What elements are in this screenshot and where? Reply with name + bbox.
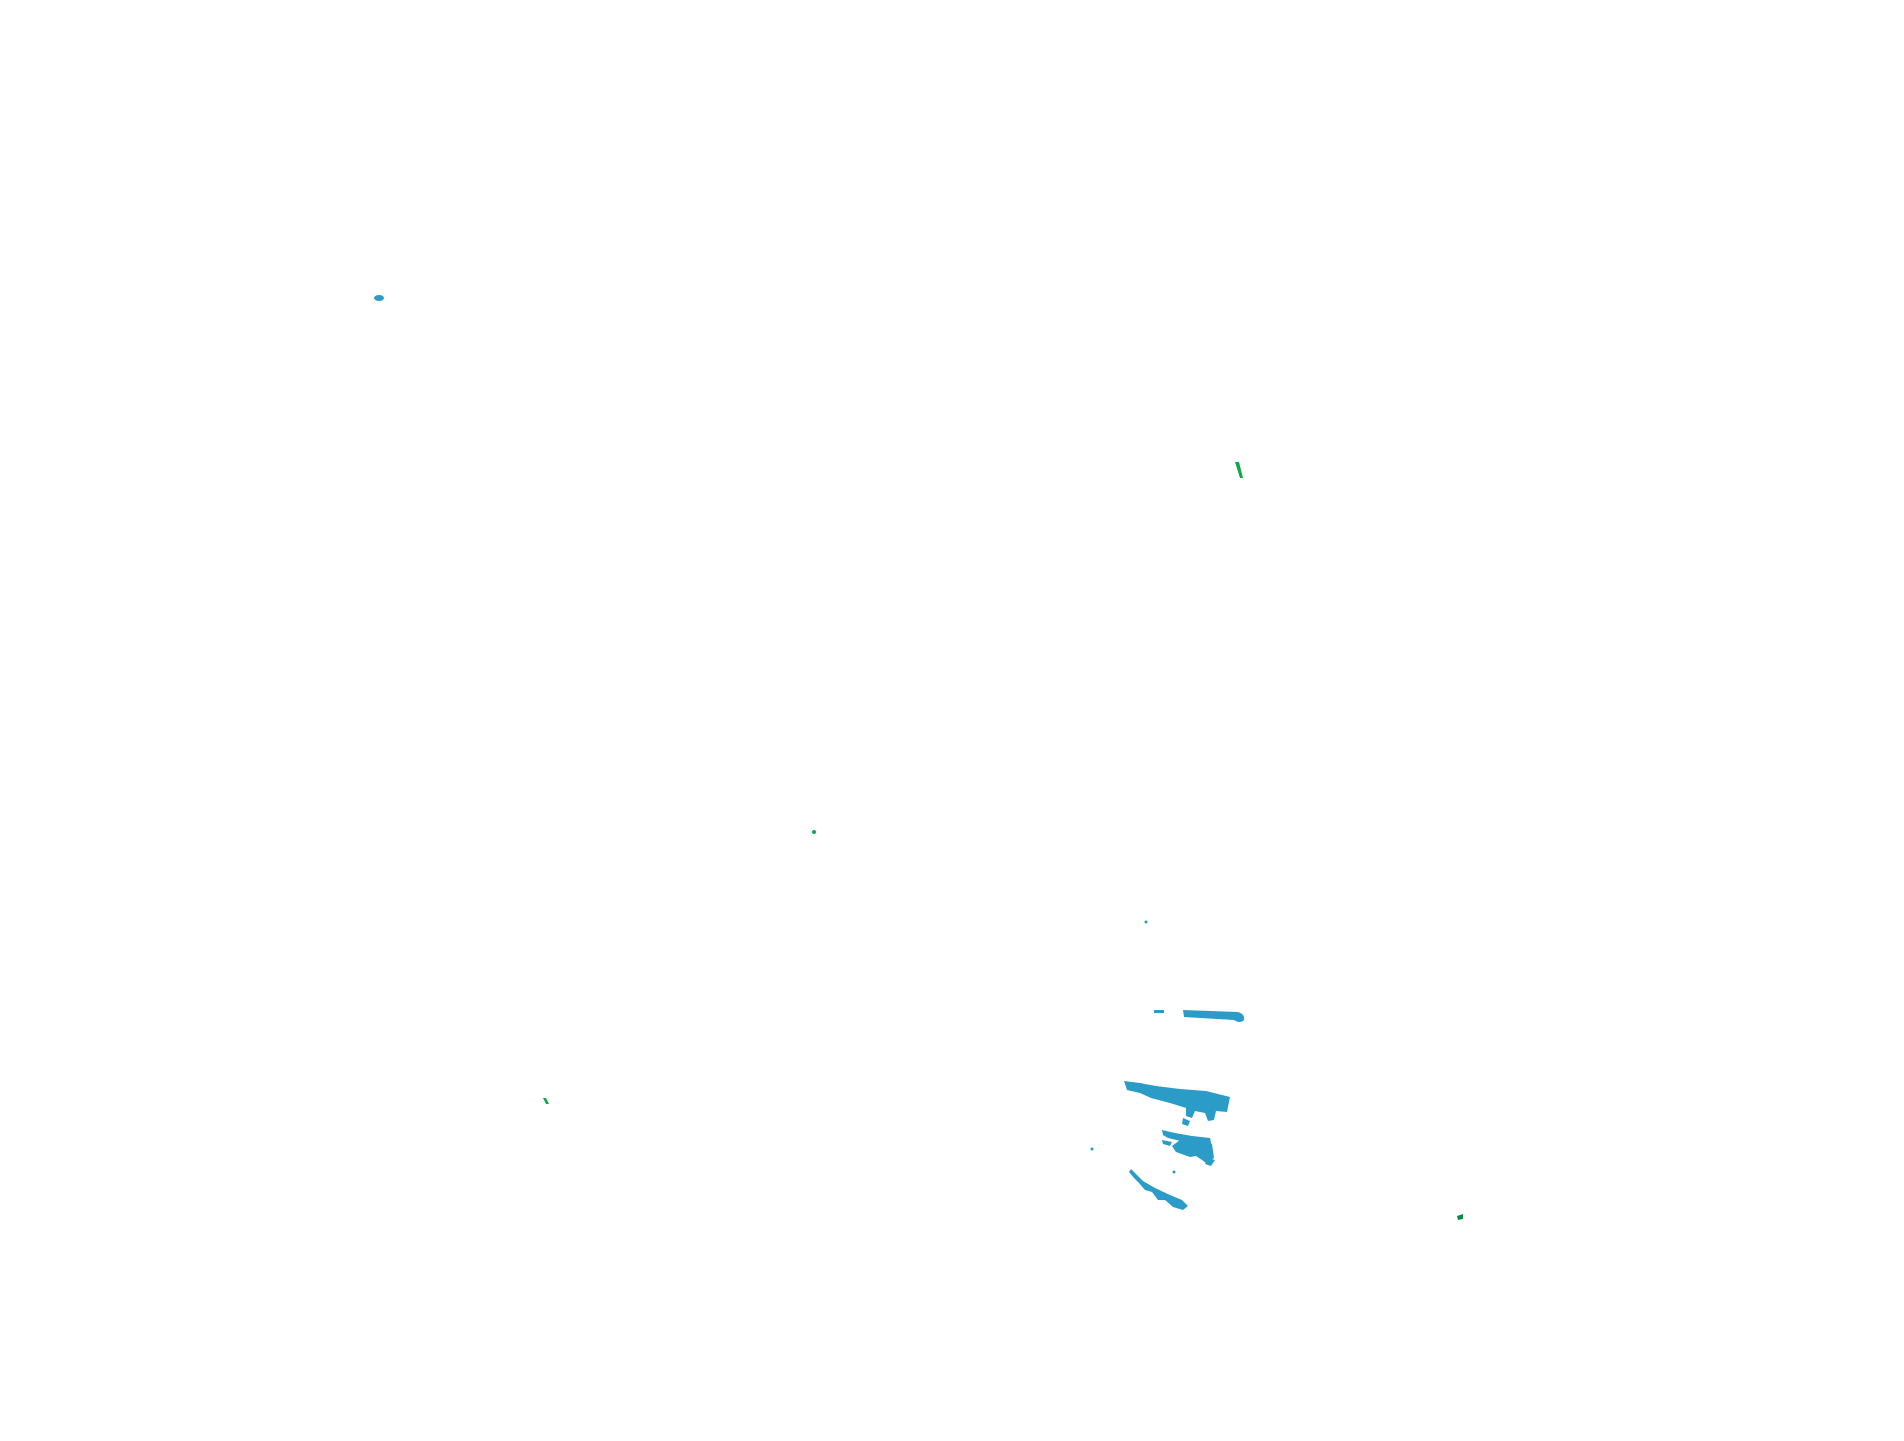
green-dot-center bbox=[812, 830, 816, 834]
blue-cluster-middle bbox=[1162, 1130, 1215, 1166]
green-mark-bottom-left bbox=[543, 1098, 549, 1104]
green-mark-bottom-right bbox=[1457, 1214, 1463, 1220]
blue-cluster-bottom bbox=[1129, 1169, 1188, 1210]
green-mark-top-right bbox=[1235, 462, 1243, 478]
blue-cluster-large bbox=[1124, 1081, 1230, 1126]
blue-dot-small-left bbox=[1090, 1147, 1094, 1151]
blue-dot-center-right bbox=[1144, 920, 1148, 924]
blue-dot-top-left bbox=[374, 295, 384, 301]
blue-line-top bbox=[1154, 1010, 1245, 1022]
